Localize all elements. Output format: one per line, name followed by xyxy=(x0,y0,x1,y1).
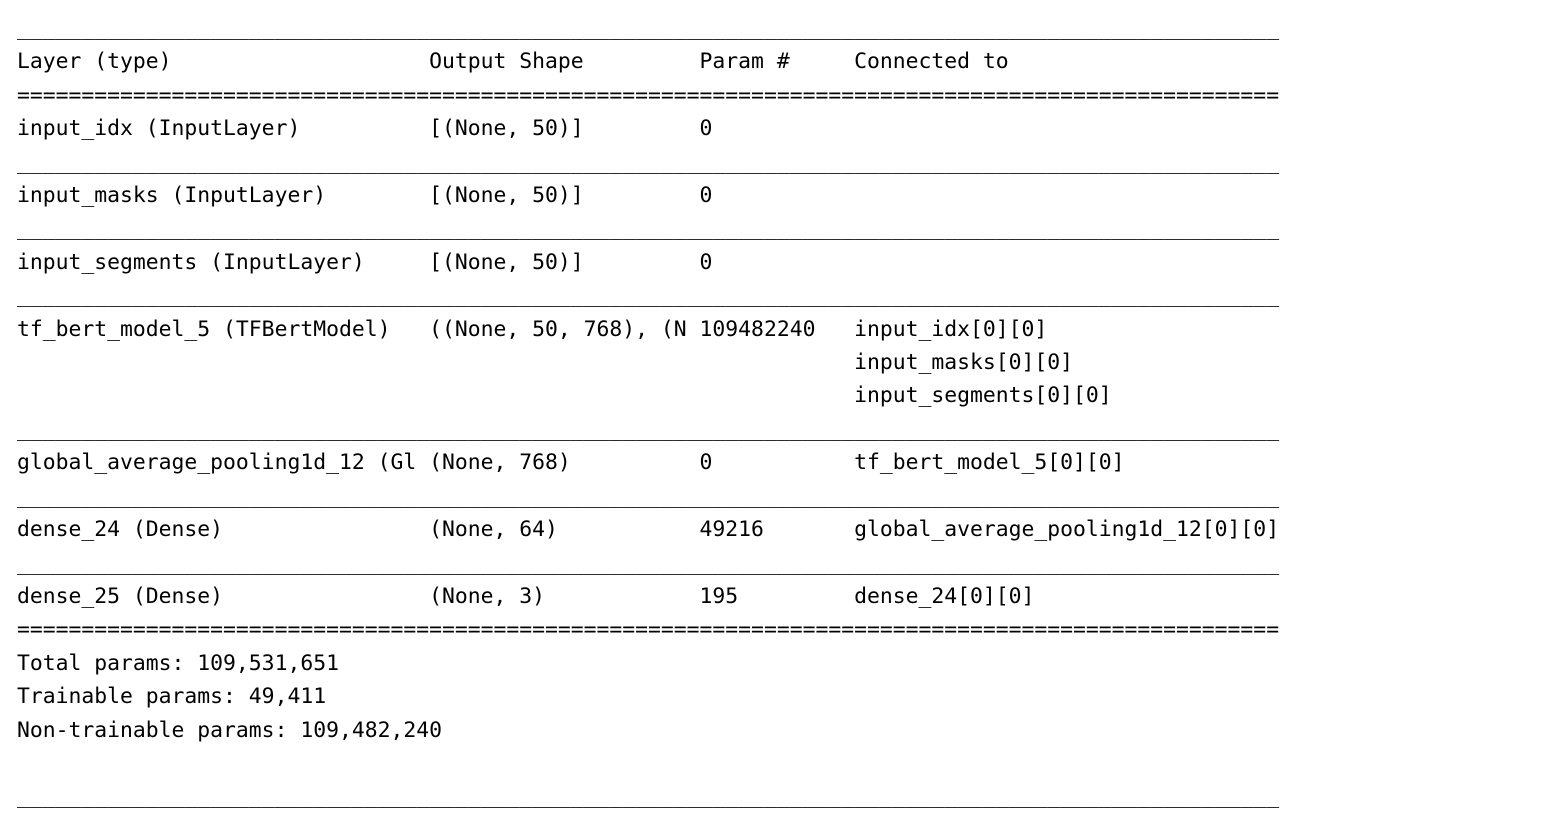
model-summary-text: ________________________________________… xyxy=(17,16,1280,810)
model-summary-output: ________________________________________… xyxy=(17,16,1280,810)
